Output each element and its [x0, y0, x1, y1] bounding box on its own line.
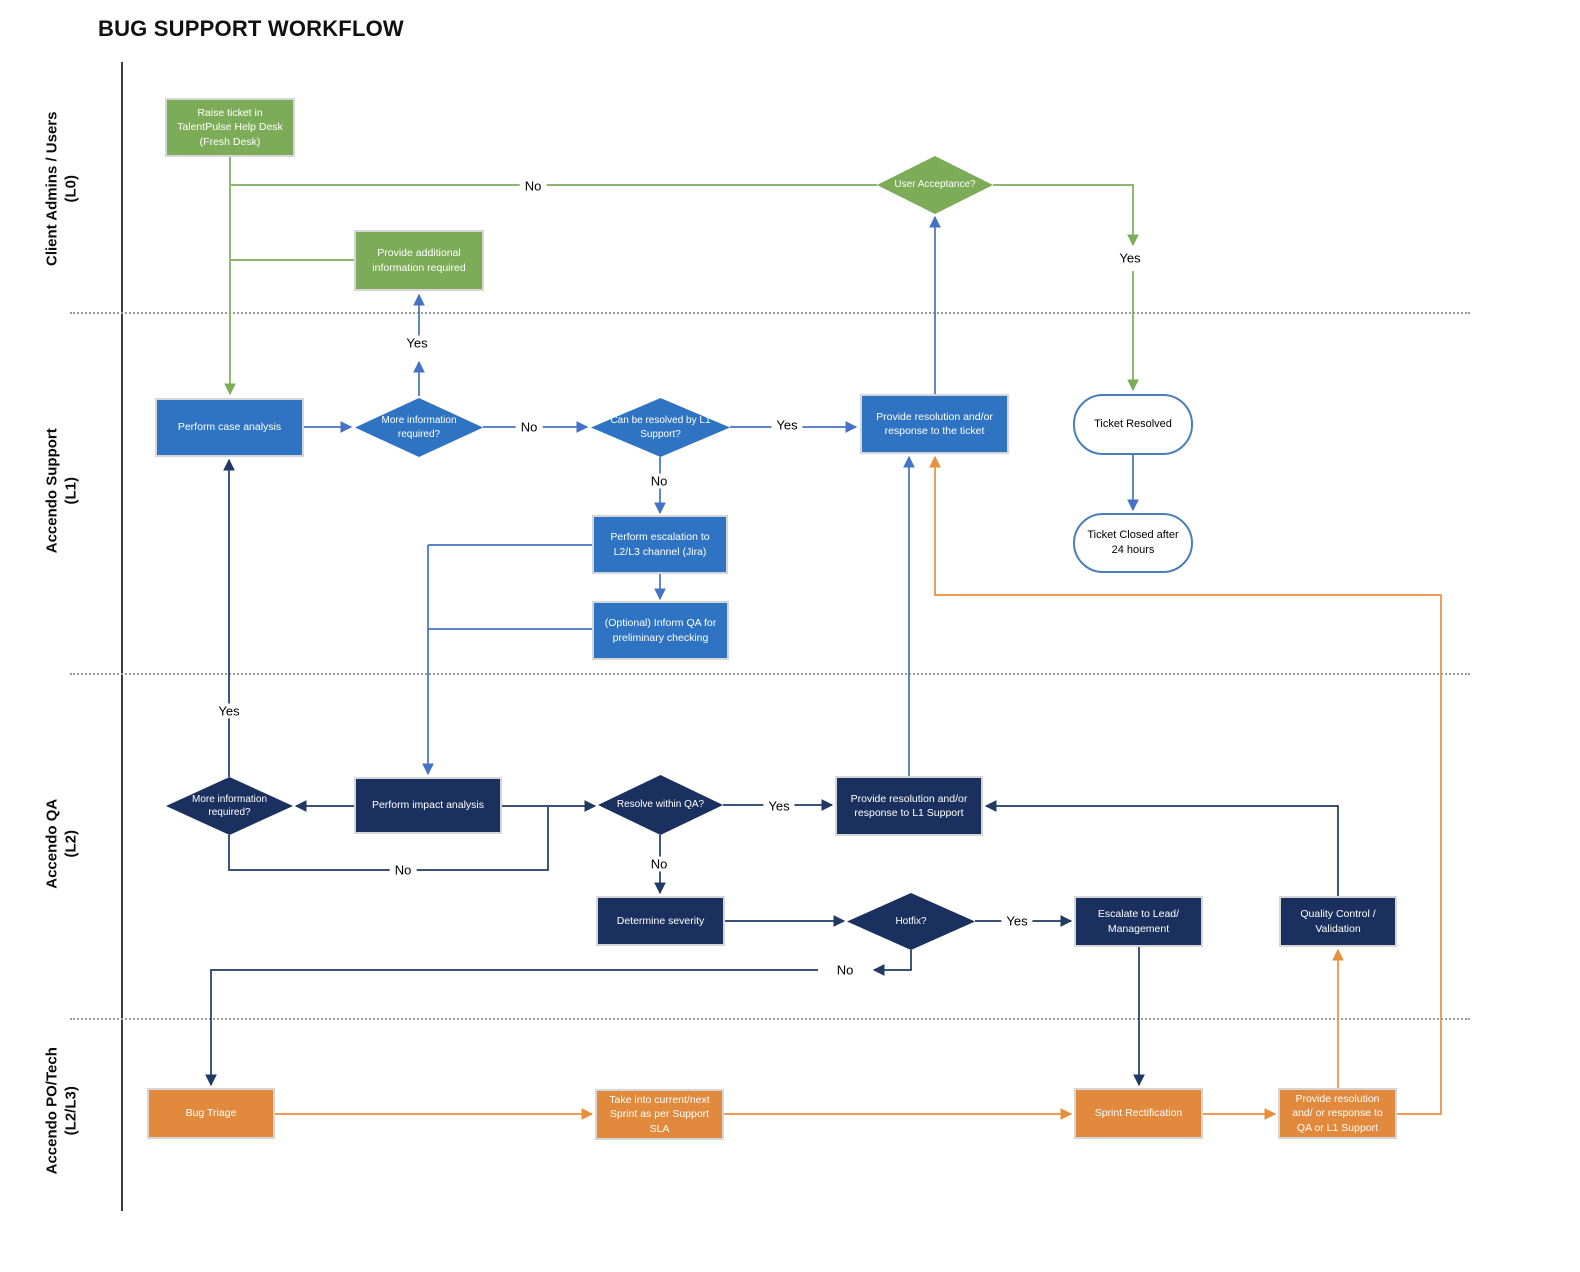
- edge-label-resolve-qa-yes: Yes: [763, 798, 795, 814]
- edge-user-acceptance-yes-a: [993, 184, 1139, 247]
- lane-divider-l2-l3: [70, 1018, 1470, 1020]
- page-title: BUG SUPPORT WORKFLOW: [98, 16, 404, 41]
- edge-hotfix-no-b: [205, 969, 818, 1087]
- step-take-into-sprint: Take into current/next Sprint as per Sup…: [595, 1089, 724, 1140]
- step-sprint-rectification: Sprint Rectification: [1074, 1088, 1203, 1139]
- step-perform-escalation: Perform escalation to L2/L3 channel (Jir…: [592, 515, 728, 574]
- edge-hotfix-no-a: [872, 950, 912, 976]
- edge-label-user-acceptance-yes: Yes: [1114, 250, 1146, 266]
- edge-label-hotfix-no: No: [831, 962, 859, 978]
- edge-label-can-resolved-yes: Yes: [771, 417, 803, 433]
- edge-label-resolve-qa-no: No: [645, 856, 673, 872]
- edge-label-hotfix-yes: Yes: [1001, 913, 1033, 929]
- terminator-ticket-closed: Ticket Closed after 24 hours: [1073, 513, 1193, 573]
- edge-label-more-info-l1-yes: Yes: [401, 335, 433, 351]
- step-provide-additional-info: Provide additional information required: [354, 230, 484, 291]
- edge-label-more-info-l2-no: No: [389, 862, 417, 878]
- step-perform-impact-analysis: Perform impact analysis: [354, 777, 502, 834]
- edge-label-more-info-l1-no: No: [515, 419, 543, 435]
- edge-resolution-return-to-l1: [929, 455, 1442, 1115]
- edge-label-user-acceptance-no: No: [519, 178, 547, 194]
- step-perform-case-analysis: Perform case analysis: [155, 398, 304, 457]
- lane-divider-l0-l1: [70, 312, 1470, 314]
- lane-divider-l1-l2: [70, 673, 1470, 675]
- step-provide-resolution-l1: Provide resolution and/or response to L1…: [835, 776, 983, 836]
- step-raise-ticket: Raise ticket in TalentPulse Help Desk (F…: [165, 98, 295, 157]
- step-determine-severity: Determine severity: [596, 896, 725, 946]
- edge-label-can-resolved-no: No: [645, 473, 673, 489]
- step-bug-triage: Bug Triage: [147, 1088, 275, 1139]
- step-escalate-lead: Escalate to Lead/ Management: [1074, 896, 1203, 947]
- step-inform-qa: (Optional) Inform QA for preliminary che…: [592, 601, 729, 660]
- step-provide-resolution-qa-l1: Provide resolution and/ or response to Q…: [1278, 1088, 1397, 1139]
- terminator-ticket-resolved: Ticket Resolved: [1073, 394, 1193, 455]
- step-quality-control: Quality Control / Validation: [1279, 896, 1397, 947]
- edge-qc-to-l2-resolution: [984, 800, 1339, 896]
- step-provide-resolution-ticket: Provide resolution and/or response to th…: [860, 394, 1009, 454]
- swimlane-left-border: [121, 62, 123, 1211]
- edge-label-more-info-l2-yes: Yes: [213, 703, 245, 719]
- edge-more-info-l2-no: [228, 807, 549, 871]
